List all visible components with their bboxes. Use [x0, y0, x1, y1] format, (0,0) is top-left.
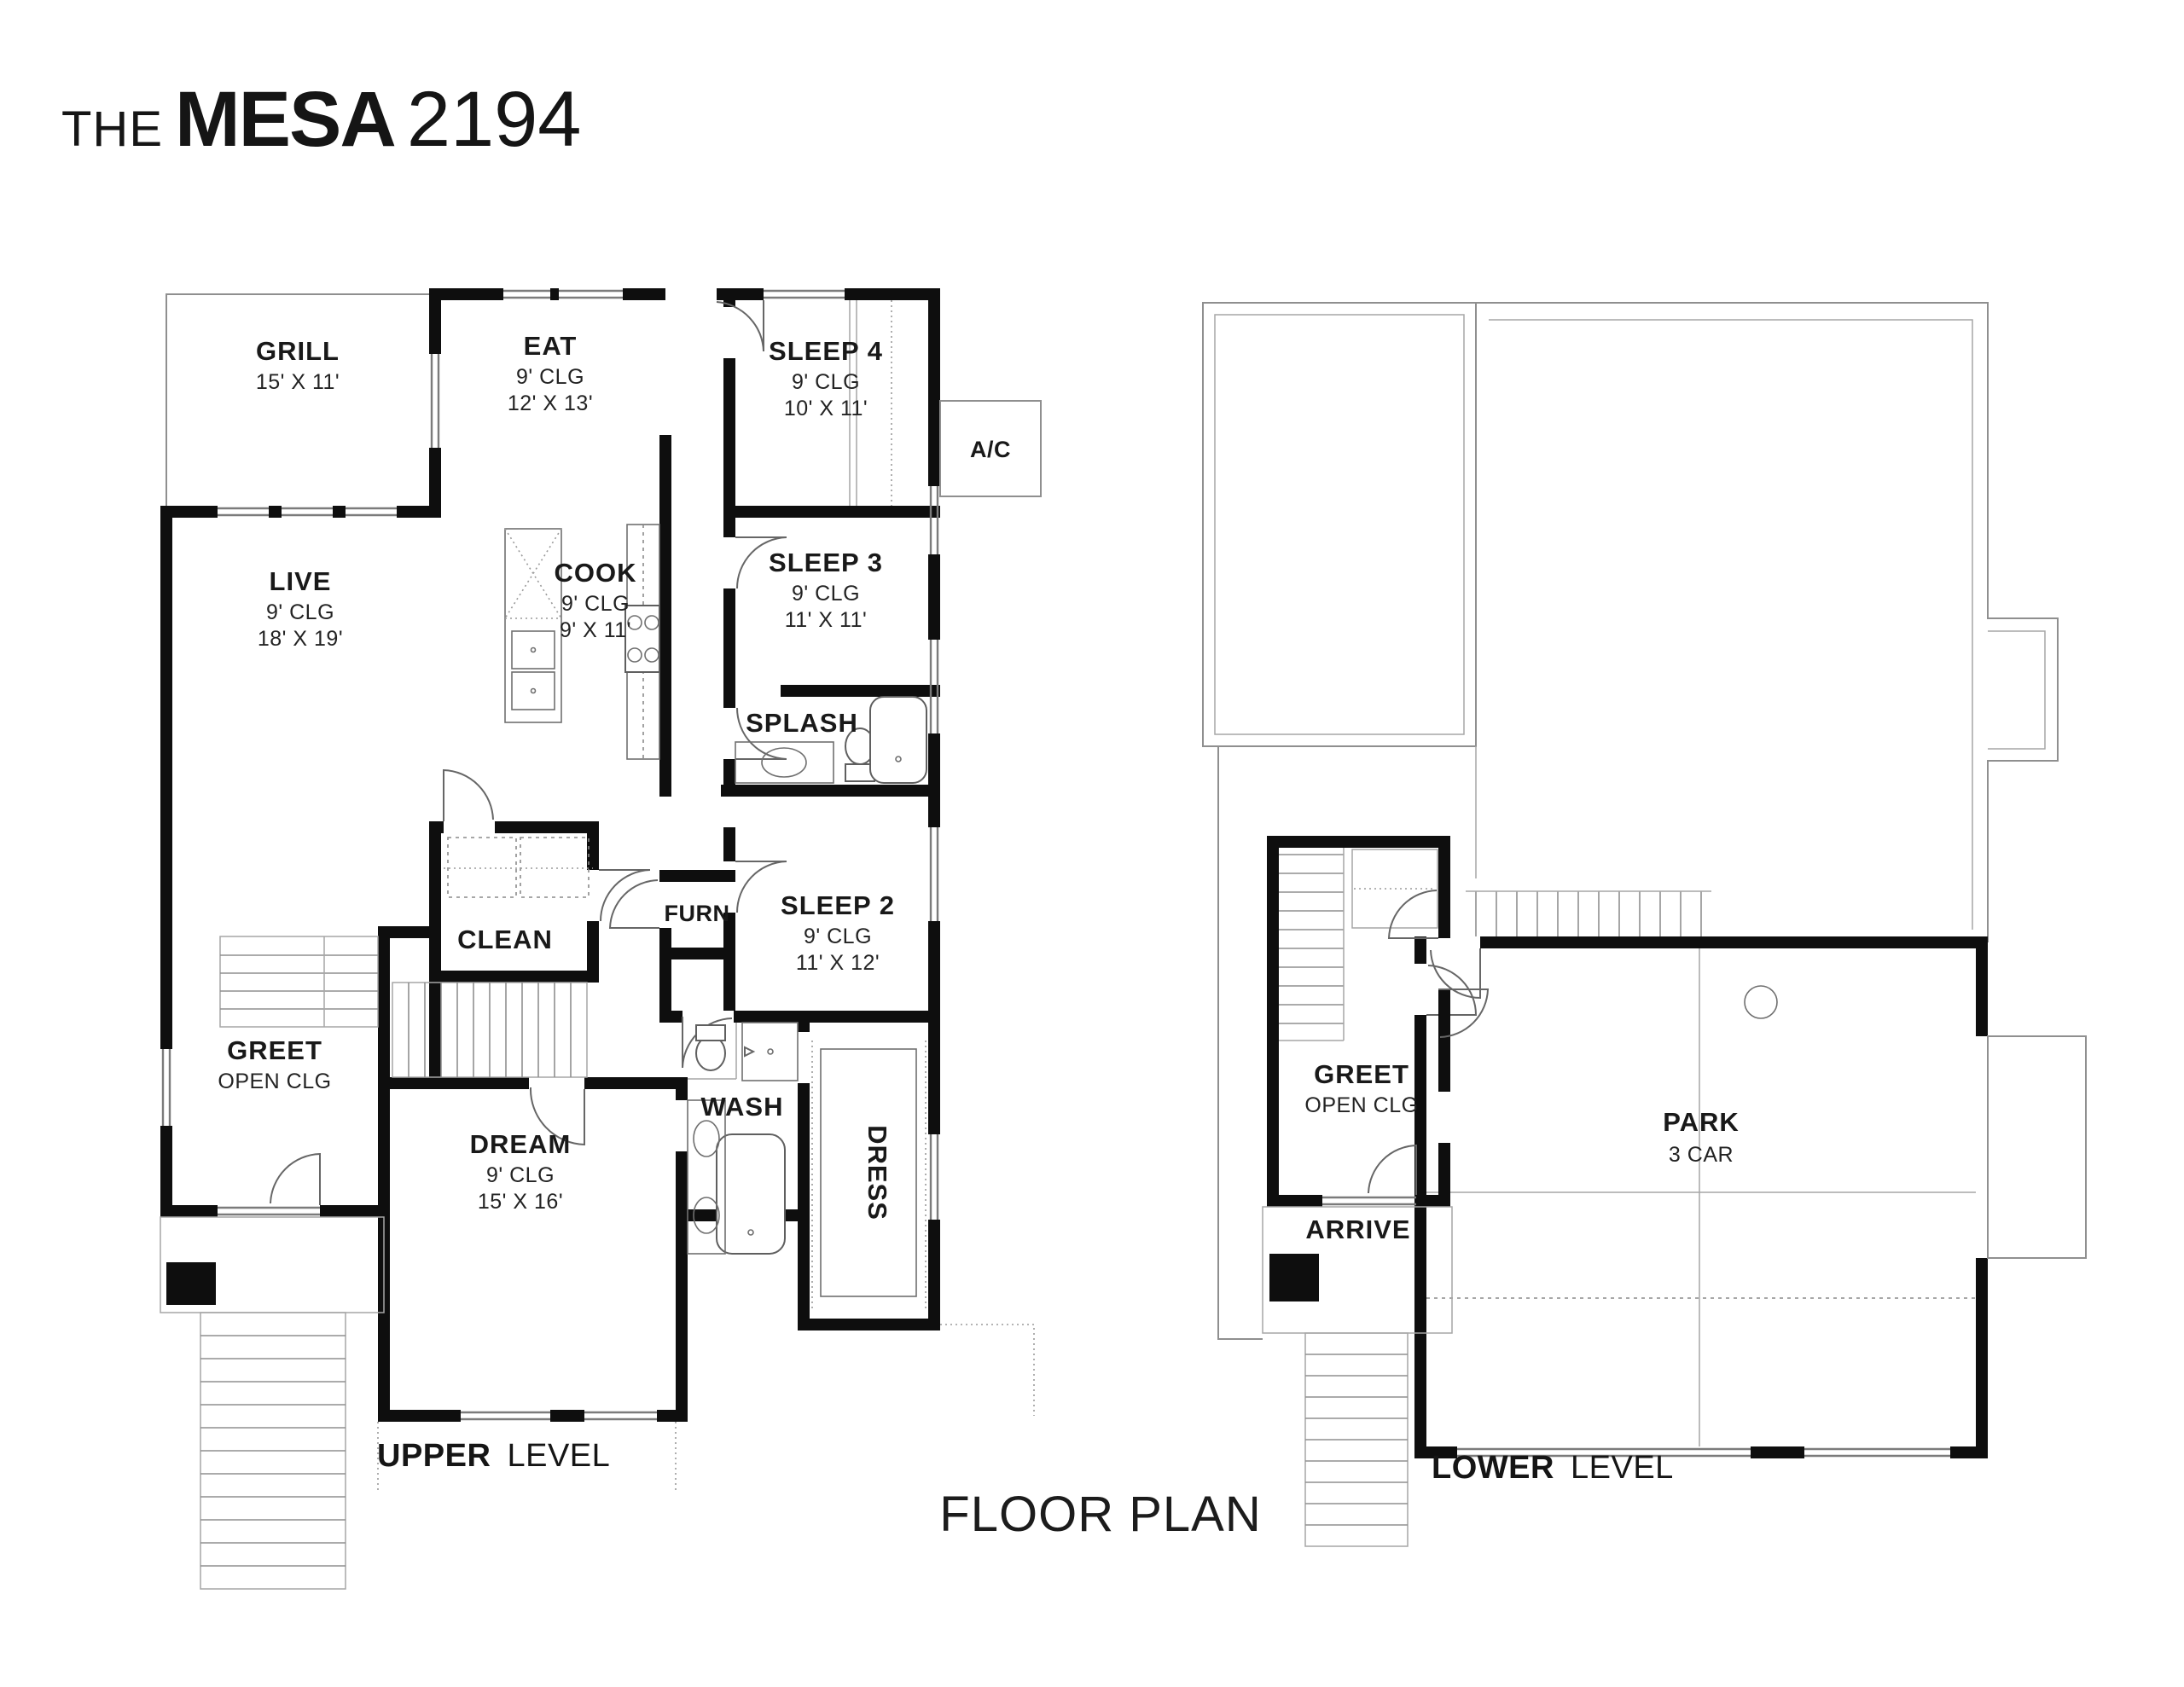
label-sleep4: SLEEP 4 — [769, 336, 883, 366]
label-sleep2: SLEEP 2 — [781, 890, 895, 920]
garage-bays — [1426, 948, 2087, 1446]
title-name: MESA — [175, 76, 397, 163]
door-arcs — [270, 300, 787, 1205]
room-labels: GRILL 15' X 11' EAT 9' CLG 12' X 13' SLE… — [218, 331, 1011, 1220]
dims-grill: 15' X 11' — [256, 370, 340, 394]
label-eat: EAT — [524, 331, 578, 361]
label-greet-lower: GREET — [1314, 1059, 1409, 1089]
label-furn: FURN — [665, 901, 730, 926]
label-cook: COOK — [555, 558, 637, 588]
ac-pad — [939, 400, 1042, 497]
greet-walls — [1267, 836, 1450, 1207]
floor-plan-caption: FLOOR PLAN — [939, 1487, 1262, 1542]
walls — [160, 288, 940, 1422]
label-arrive: ARRIVE — [1305, 1215, 1410, 1244]
lower-caption-bold: LOWER — [1432, 1450, 1554, 1486]
page-title: THE MESA 2194 — [61, 75, 581, 165]
garage-doors — [1457, 1447, 1950, 1458]
dims-eat: 12' X 13' — [508, 391, 593, 415]
label-ac: A/C — [970, 437, 1011, 462]
label-live: LIVE — [270, 566, 332, 596]
sleep4-closet — [849, 300, 892, 506]
dims-sleep3: 11' X 11' — [785, 608, 868, 632]
label-dream: DREAM — [470, 1129, 572, 1159]
dims-park: 3 CAR — [1669, 1143, 1734, 1167]
clg-eat: 9' CLG — [516, 365, 584, 389]
garage-door-arcs — [1426, 948, 1481, 1016]
dims-live: 18' X 19' — [258, 627, 343, 651]
upper-level-caption: UPPER LEVEL — [377, 1438, 610, 1475]
lower-level-caption: LOWER LEVEL — [1432, 1450, 1674, 1487]
open-stairwell — [219, 936, 379, 1028]
dress-closet — [811, 1041, 926, 1309]
dims-cook: 9' X 11' — [560, 618, 631, 642]
clg-sleep4: 9' CLG — [792, 370, 860, 394]
label-clean: CLEAN — [457, 925, 553, 954]
label-splash: SPLASH — [746, 708, 858, 738]
lower-caption-light: LEVEL — [1571, 1450, 1674, 1486]
arrive-porch — [1262, 1206, 1453, 1547]
laundry-appliances — [444, 837, 593, 898]
wash-fixtures — [687, 1022, 799, 1255]
entry-porch — [160, 1216, 385, 1590]
upper-level-plan: GRILL 15' X 11' EAT 9' CLG 12' X 13' SLE… — [160, 288, 1042, 1590]
dims-dream: 15' X 16' — [478, 1190, 563, 1214]
dims-sleep2: 11' X 12' — [796, 951, 880, 975]
room-labels: GREET OPEN CLG ARRIVE PARK 3 CAR — [1304, 1059, 1740, 1244]
title-prefix: THE — [61, 101, 163, 157]
label-sleep3: SLEEP 3 — [769, 548, 883, 577]
clg-dream: 9' CLG — [486, 1163, 555, 1187]
upper-caption-light: LEVEL — [507, 1438, 611, 1474]
garage-walls — [1414, 936, 1988, 1458]
grill-deck-outline — [166, 293, 429, 506]
windows — [161, 289, 939, 1421]
title-number: 2194 — [406, 76, 582, 163]
clg-sleep2: 9' CLG — [804, 925, 872, 948]
clg-greet-lower: OPEN CLG — [1304, 1093, 1418, 1117]
label-greet: GREET — [227, 1035, 322, 1065]
greet-closet — [1351, 849, 1490, 1038]
splash-fixtures — [735, 696, 927, 784]
greet-stairs — [1279, 848, 1345, 1041]
label-dress: DRESS — [863, 1125, 892, 1220]
stairs-down — [392, 982, 588, 1078]
footprint-outline — [1202, 302, 2059, 1340]
label-wash: WASH — [701, 1092, 784, 1122]
lower-level-plan: GREET OPEN CLG ARRIVE PARK 3 CAR — [1202, 302, 2087, 1547]
upper-caption-bold: UPPER — [377, 1438, 491, 1474]
clg-live: 9' CLG — [266, 600, 334, 624]
range-counter — [624, 524, 660, 760]
kitchen-island — [504, 528, 562, 723]
clg-sleep3: 9' CLG — [792, 582, 860, 606]
clg-greet: OPEN CLG — [218, 1070, 331, 1093]
label-park: PARK — [1663, 1107, 1740, 1137]
entry-door — [1322, 1144, 1417, 1206]
label-grill: GRILL — [256, 336, 340, 366]
clg-cook: 9' CLG — [561, 592, 630, 616]
overhang-dotted — [377, 1324, 1035, 1493]
stairs-between-levels — [1466, 890, 1711, 936]
dims-sleep4: 10' X 11' — [784, 397, 868, 420]
